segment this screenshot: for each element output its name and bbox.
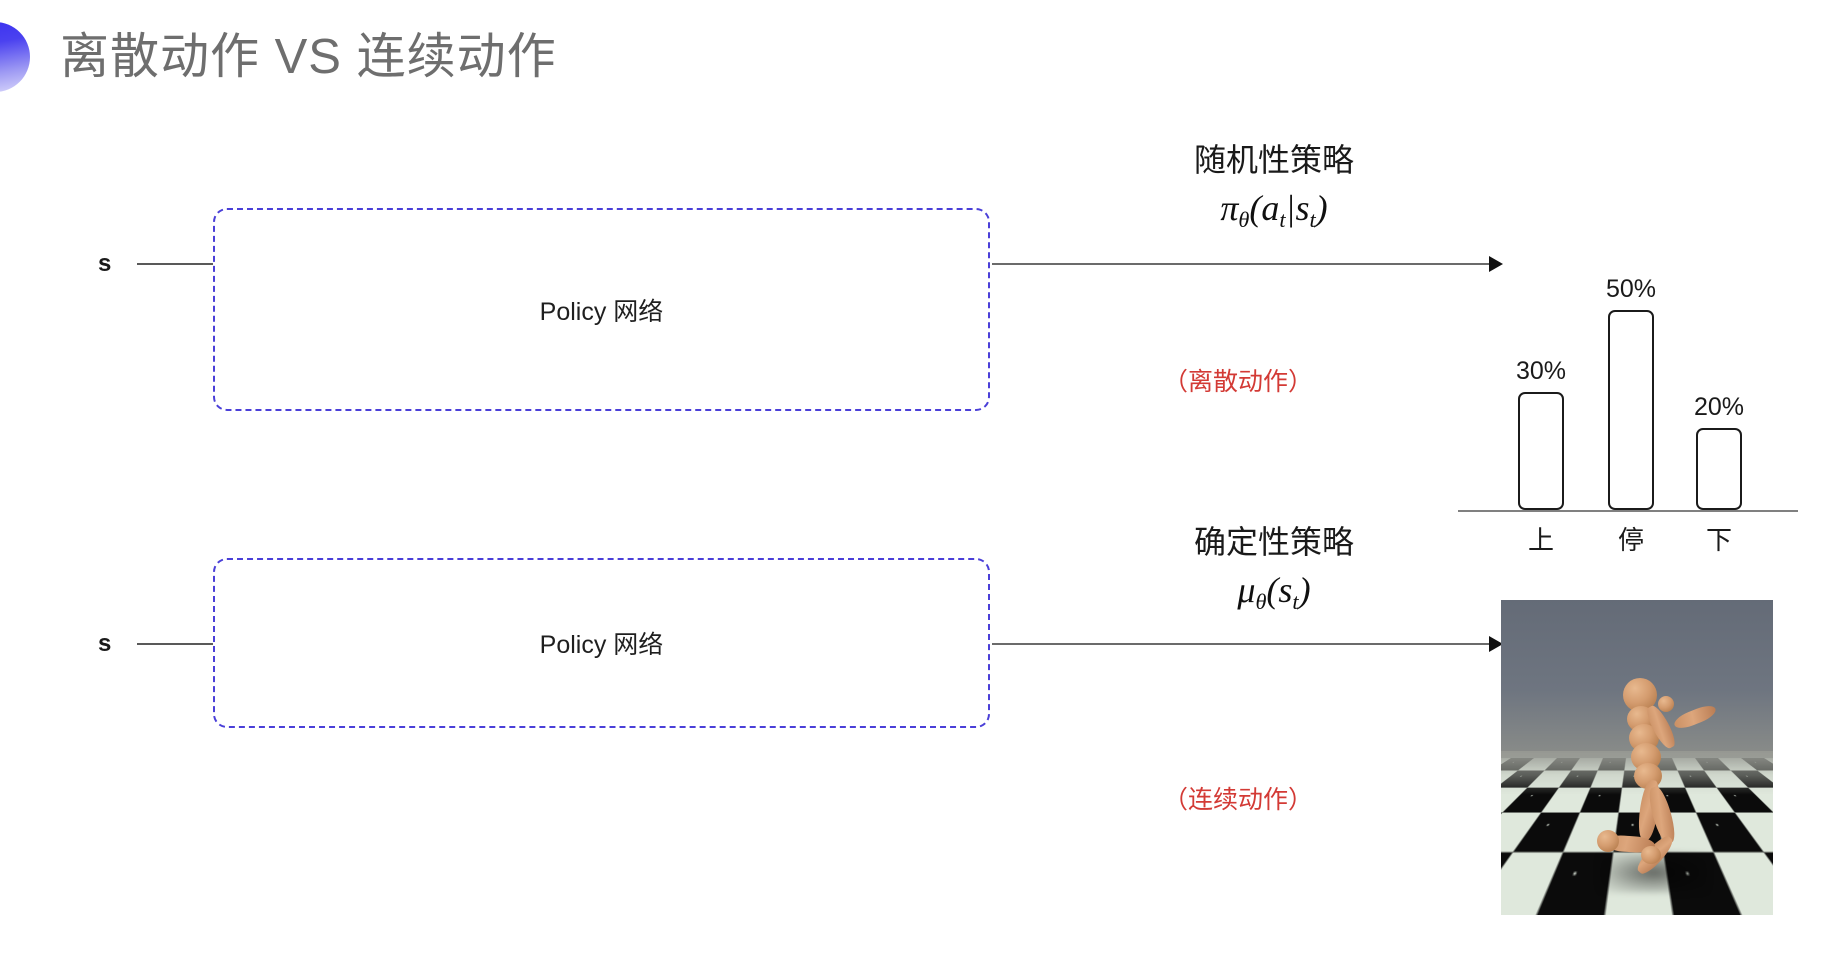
formula-state-var: s — [1295, 188, 1309, 228]
policy-network-label-continuous: Policy 网络 — [215, 625, 988, 661]
policy-network-box-discrete[interactable]: Policy 网络 — [213, 208, 990, 411]
discrete-annotation-group: 随机性策略 πθ(at|st) — [1124, 138, 1424, 239]
bar-rect-0[interactable] — [1518, 392, 1564, 510]
humanoid-knee-joint — [1597, 830, 1619, 852]
title-decoration-shape — [0, 22, 30, 92]
humanoid-shoulder-joint — [1658, 696, 1674, 712]
page-title: 离散动作 VS 连续动作 — [60, 24, 557, 90]
stochastic-policy-title: 随机性策略 — [1124, 138, 1424, 182]
bar-value-label-1: 50% — [1606, 275, 1656, 304]
state-input-label-discrete: s — [98, 250, 111, 278]
bar-value-label-2: 20% — [1694, 393, 1744, 422]
input-arrow-continuous — [137, 643, 217, 645]
formula-close-paren: ) — [1316, 188, 1328, 228]
formula-open-paren: ( — [1249, 188, 1261, 228]
stochastic-policy-formula: πθ(at|st) — [1124, 182, 1424, 239]
output-arrow-discrete — [992, 263, 1492, 265]
formula-state-subscript-2: t — [1292, 589, 1298, 614]
discrete-action-row: s Policy 网络 随机性策略 πθ(at|st) （离散动作） 30% 5… — [0, 150, 1846, 480]
deterministic-policy-title: 确定性策略 — [1124, 520, 1424, 564]
formula-symbol-mu: μ — [1237, 570, 1255, 610]
humanoid-simulation-image — [1501, 600, 1773, 915]
formula-subscript-theta-2: θ — [1255, 589, 1266, 614]
state-input-label-continuous: s — [98, 630, 111, 658]
humanoid-foot — [1641, 846, 1661, 864]
output-arrow-continuous — [992, 643, 1492, 645]
bar-chart-baseline-axis — [1458, 510, 1798, 512]
deterministic-policy-formula: μθ(st) — [1124, 564, 1424, 621]
bar-rect-1[interactable] — [1608, 310, 1654, 510]
formula-symbol-pi: π — [1220, 188, 1238, 228]
continuous-action-note: （连续动作） — [1163, 780, 1313, 816]
formula-close-paren-2: ) — [1299, 570, 1311, 610]
formula-subscript-theta: θ — [1238, 207, 1249, 232]
bar-value-label-0: 30% — [1516, 357, 1566, 386]
formula-open-paren-2: ( — [1266, 570, 1278, 610]
input-arrow-discrete — [137, 263, 217, 265]
continuous-annotation-group: 确定性策略 μθ(st) — [1124, 520, 1424, 621]
policy-network-label-discrete: Policy 网络 — [215, 292, 988, 328]
formula-state-var-2: s — [1278, 570, 1292, 610]
formula-action-subscript: t — [1279, 207, 1285, 232]
policy-network-box-continuous[interactable]: Policy 网络 — [213, 558, 990, 728]
discrete-action-note: （离散动作） — [1163, 362, 1313, 398]
bar-chart-plot-area: 30% 50% 20% — [1498, 270, 1798, 510]
formula-action-var: a — [1261, 188, 1279, 228]
formula-separator-bar: | — [1286, 188, 1296, 228]
bar-rect-2[interactable] — [1696, 428, 1742, 510]
formula-state-subscript: t — [1309, 207, 1315, 232]
